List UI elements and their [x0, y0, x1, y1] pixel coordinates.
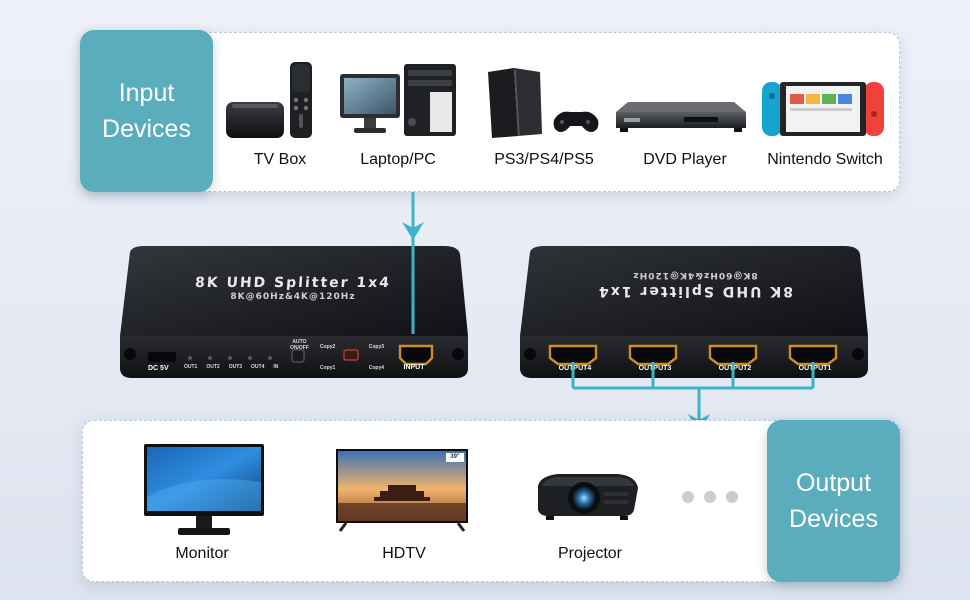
output3-label: OUTPUT3 [638, 365, 672, 372]
output-tag-line1: Output [795, 469, 872, 497]
output-bus [571, 362, 815, 428]
output-port-labels: OUTPUT4 OUTPUT3 OUTPUT2 OUTPUT1 [548, 365, 848, 375]
tv-box-icon [226, 62, 312, 138]
copy-labels-top: Copy2 Copy3 [320, 344, 384, 350]
dvd-player-icon [616, 102, 746, 132]
input-devices-tag: Input Devices [80, 30, 213, 192]
copy-labels-bottom: Copy1 Copy4 [320, 365, 384, 371]
hdtv-size-badge: 39" [450, 454, 460, 460]
copy4-label: Copy4 [368, 365, 384, 371]
projector-icon [538, 474, 638, 520]
output4-label: OUTPUT4 [558, 365, 592, 372]
device-label-nintendo-switch: Nintendo Switch [767, 151, 883, 168]
led-label-out4: OUT4 [251, 364, 265, 370]
device-label-game-console: PS3/PS4/PS5 [494, 151, 594, 168]
ellipsis-icon [682, 491, 738, 503]
nintendo-switch-icon [762, 82, 884, 136]
game-console-icon [488, 68, 599, 138]
copy2-label: Copy2 [320, 344, 336, 350]
monitor-icon [144, 444, 264, 535]
led-label-in: IN [273, 364, 279, 370]
device-label-monitor: Monitor [175, 545, 229, 562]
led-label-out2: OUT2 [206, 364, 220, 370]
output-devices-tag: Output Devices [767, 420, 900, 582]
led-label-out3: OUT3 [228, 364, 243, 370]
input-port-label: INPUT [403, 364, 425, 371]
led-label-out1: OUT1 [184, 364, 198, 370]
input-tag-line2: Devices [102, 115, 191, 143]
led-labels: OUT1 OUT2 OUT3 OUT4 IN [184, 364, 278, 370]
output1-label: OUTPUT1 [798, 365, 832, 372]
device-label-laptop-pc: Laptop/PC [360, 151, 436, 168]
desktop-pc-icon [340, 64, 456, 136]
ellipsis-dot [704, 491, 716, 503]
auto-switch-title: AUTO [292, 339, 307, 345]
auto-switch-sub: ON/OFF [290, 345, 309, 351]
hdtv-icon [336, 449, 468, 532]
input-arrowhead [402, 222, 424, 240]
input-tag-line1: Input [118, 79, 175, 107]
device-label-hdtv: HDTV [382, 545, 426, 562]
splitter-front-view [120, 246, 468, 378]
device-label-tv-box: TV Box [253, 151, 307, 168]
output2-label: OUTPUT2 [718, 365, 752, 372]
device-label-projector: Projector [557, 545, 623, 562]
power-port-label: DC 5V [148, 365, 169, 372]
splitter-back-view [520, 246, 868, 378]
ellipsis-dot [682, 491, 694, 503]
copy1-label: Copy1 [320, 365, 336, 371]
device-label-dvd-player: DVD Player [643, 151, 727, 168]
splitter-front-spec: 8K@60Hz&4K@120Hz [230, 292, 356, 302]
auto-switch-label: AUTO ON/OFF [290, 339, 309, 351]
output-tag-line2: Devices [789, 505, 878, 533]
copy3-label: Copy3 [368, 344, 384, 350]
ellipsis-dot [726, 491, 738, 503]
